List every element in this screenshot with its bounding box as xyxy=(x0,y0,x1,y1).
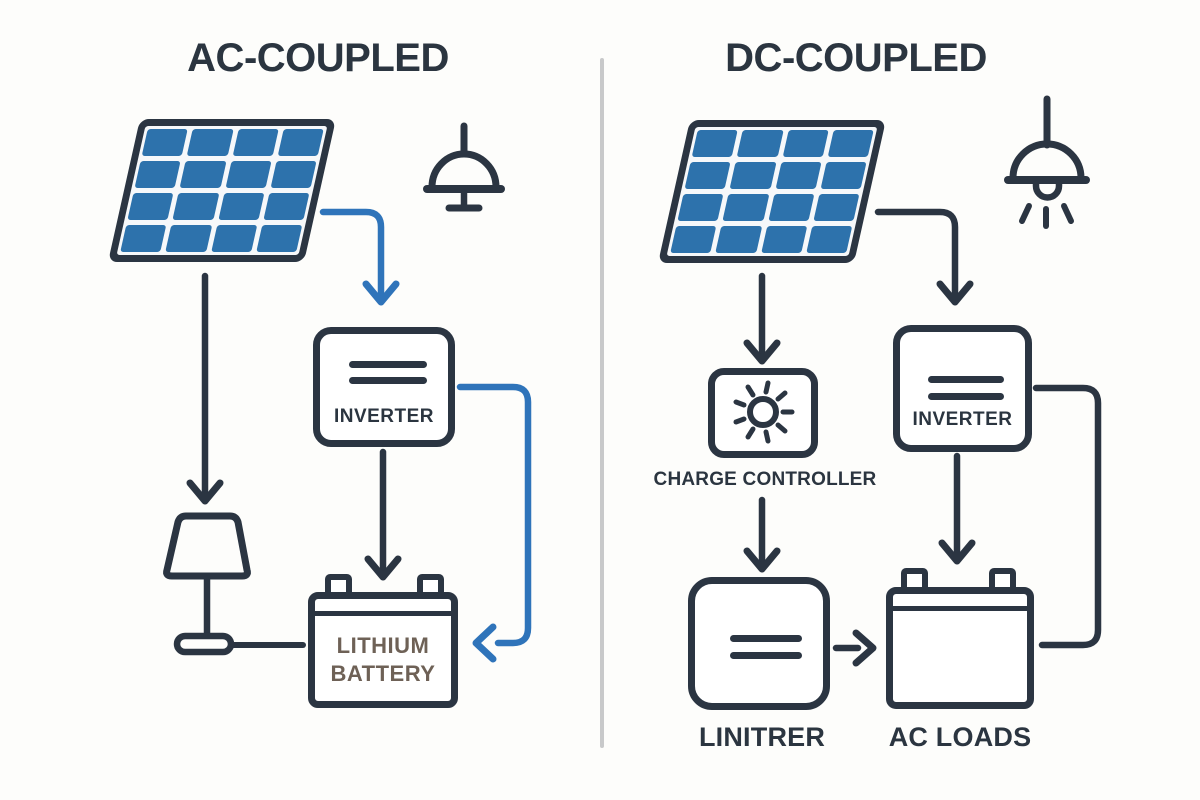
solar-cell xyxy=(782,130,829,157)
solar-cell xyxy=(677,194,724,221)
inverter-equals-icon xyxy=(730,652,802,659)
ac-loads-label: AC LOADS xyxy=(888,722,1032,752)
solar-cell xyxy=(270,161,317,188)
arrow-inverter-to-battery xyxy=(364,448,402,581)
arrow-panel-to-inverter-blue xyxy=(319,208,400,306)
solar-cell xyxy=(805,226,853,253)
section-divider xyxy=(600,58,604,748)
line-inverter-to-battery-loop xyxy=(1032,384,1102,649)
solar-cell xyxy=(165,225,212,252)
battery-inverter-box xyxy=(688,577,830,710)
battery-label: LITHIUM BATTERY xyxy=(315,632,451,688)
inverter-box: INVERTER xyxy=(313,327,455,447)
battery-inverter-label: LINITRER xyxy=(698,722,826,752)
solar-cell xyxy=(760,226,808,253)
solar-cell xyxy=(186,129,234,156)
battery-label-line2: BATTERY xyxy=(330,661,436,686)
charge-controller-box xyxy=(708,368,818,458)
inverter-equals-icon xyxy=(730,635,802,642)
inverter-equals-icon xyxy=(928,376,1004,383)
charge-controller-label: CHARGE CONTROLLER xyxy=(653,469,877,490)
battery-icon xyxy=(886,587,1034,709)
inverter-equals-icon xyxy=(349,361,427,368)
solar-panel-grid xyxy=(666,127,878,256)
inverter-equals-icon xyxy=(928,393,1004,400)
solar-cell xyxy=(141,129,188,156)
solar-cell xyxy=(820,162,867,189)
inverter-label: INVERTER xyxy=(333,406,435,427)
battery-label-line1: LITHIUM xyxy=(336,633,430,658)
inverter-box: INVERTER xyxy=(893,325,1032,452)
right-title: DC-COUPLED xyxy=(725,36,987,80)
solar-cell xyxy=(827,130,874,157)
arrow-panel-to-inverter xyxy=(874,208,974,306)
solar-cell xyxy=(217,193,265,220)
solar-cell xyxy=(715,226,762,253)
arrow-controller-to-box xyxy=(743,496,781,573)
solar-cell xyxy=(179,161,227,188)
inverter-label: INVERTER xyxy=(912,409,1013,430)
solar-panel-icon xyxy=(108,119,336,262)
solar-cell xyxy=(767,194,815,221)
solar-cell xyxy=(775,162,822,189)
table-lamp-icon xyxy=(163,512,251,656)
arrow-panel-to-lamp xyxy=(186,272,224,505)
solar-cell xyxy=(684,162,731,189)
solar-cell xyxy=(172,193,219,220)
pendant-light-icon xyxy=(1004,95,1090,229)
left-title: AC-COUPLED xyxy=(187,36,449,80)
battery-band xyxy=(315,599,451,616)
solar-cell xyxy=(255,225,303,252)
arrow-inverter-to-battery xyxy=(938,452,976,565)
solar-cell xyxy=(670,226,717,253)
inverter-equals-icon xyxy=(349,377,427,384)
battery-band xyxy=(893,594,1027,611)
solar-cell xyxy=(736,130,784,157)
solar-cell xyxy=(813,194,860,221)
solar-cell xyxy=(277,129,324,156)
arrow-inverter-to-battery-blue xyxy=(456,383,532,663)
solar-cell xyxy=(134,161,181,188)
solar-cell xyxy=(120,225,167,252)
solar-cell xyxy=(232,129,279,156)
solar-panel-grid xyxy=(116,126,328,255)
solar-panel-icon xyxy=(658,120,886,263)
solar-cell xyxy=(722,194,769,221)
arrow-panel-to-controller xyxy=(743,272,781,365)
arrow-box-to-battery xyxy=(832,629,877,667)
solar-cell xyxy=(210,225,258,252)
solar-cell xyxy=(729,162,777,189)
battery-icon: LITHIUM BATTERY xyxy=(308,592,458,708)
solar-cell xyxy=(263,193,310,220)
dome-lamp-icon xyxy=(423,122,505,212)
solar-cell xyxy=(127,193,174,220)
solar-cell xyxy=(225,161,272,188)
solar-cell xyxy=(691,130,738,157)
